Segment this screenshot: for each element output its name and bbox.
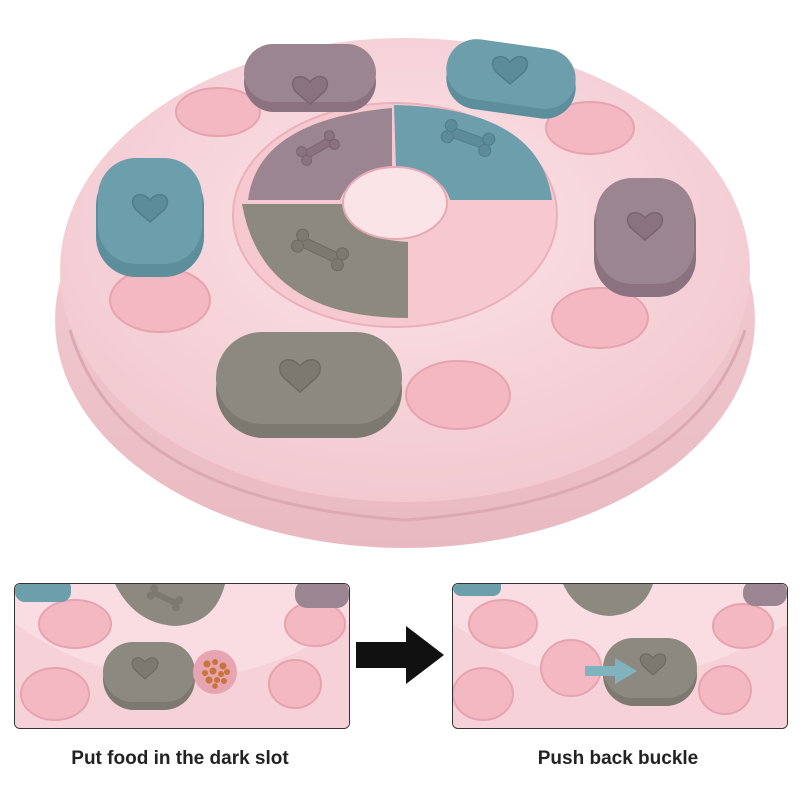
rim-groove [68,329,747,522]
step-caption-push-buckle: Push back buckle [537,748,699,769]
inner-segment-teal [394,105,552,200]
heart-icon [626,211,664,241]
push-arrow-icon [585,658,637,684]
heart-icon [279,359,321,393]
center-hub [342,166,448,240]
kibble [202,659,230,689]
inner-segment-mauve [248,108,392,200]
puzzle-feeder-hero [55,38,755,548]
bone-icon [296,130,340,166]
step-2-illustration [453,584,787,728]
inner-segment-taupe [242,204,408,318]
step-caption-put-food: Put food in the dark slot [71,748,289,769]
bone-icon [440,119,496,157]
heart-icon [131,193,169,223]
arrow-right-icon [356,626,444,684]
bone-icon [291,228,349,272]
step-1-illustration [15,584,349,728]
heart-icon [491,55,529,85]
heart-icon [291,75,329,105]
step-panel-push-buckle [452,583,788,729]
step-panel-put-food [14,583,350,729]
